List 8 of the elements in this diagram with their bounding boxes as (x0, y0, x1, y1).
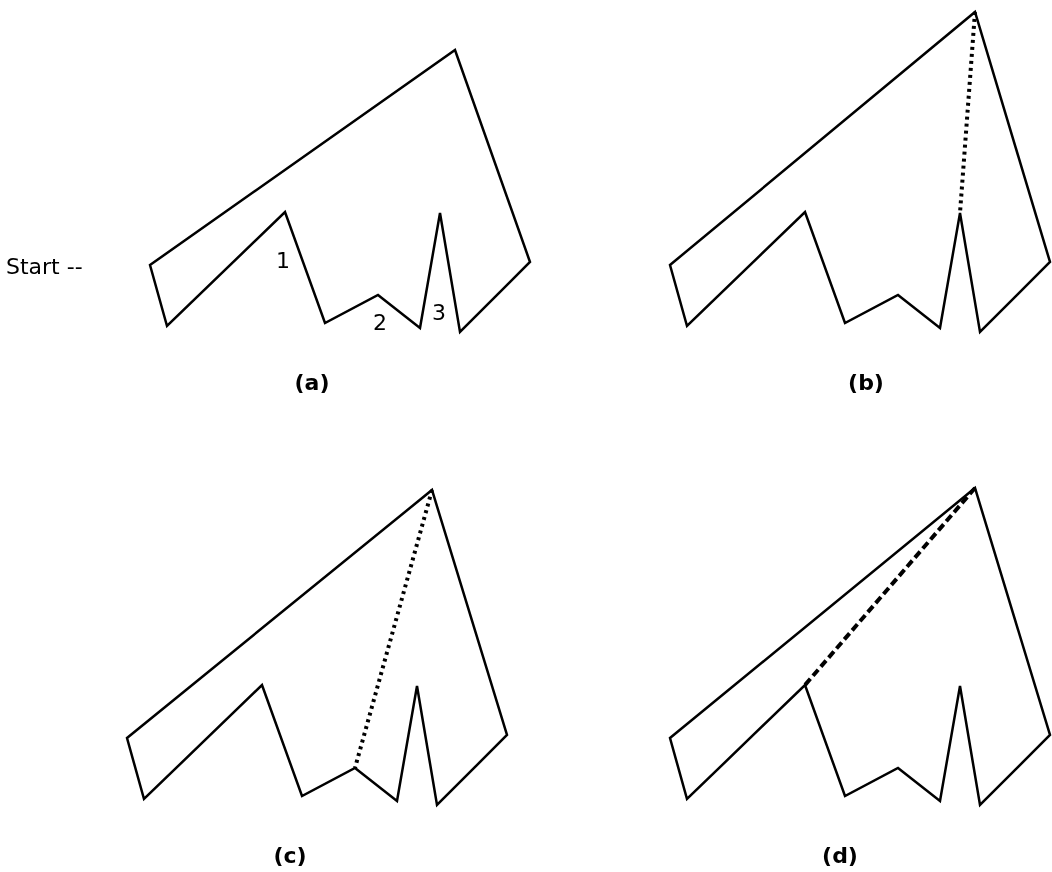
panel-caption: (b) (848, 372, 884, 394)
vertex-number: 2 (373, 312, 387, 334)
vertex-number: 3 (432, 302, 446, 324)
panel-caption: (c) (273, 845, 307, 867)
start-label: Start -- (6, 256, 83, 278)
vertex-number: 1 (276, 250, 290, 272)
panel-caption: (d) (822, 845, 858, 867)
panel-caption: (a) (294, 372, 330, 394)
